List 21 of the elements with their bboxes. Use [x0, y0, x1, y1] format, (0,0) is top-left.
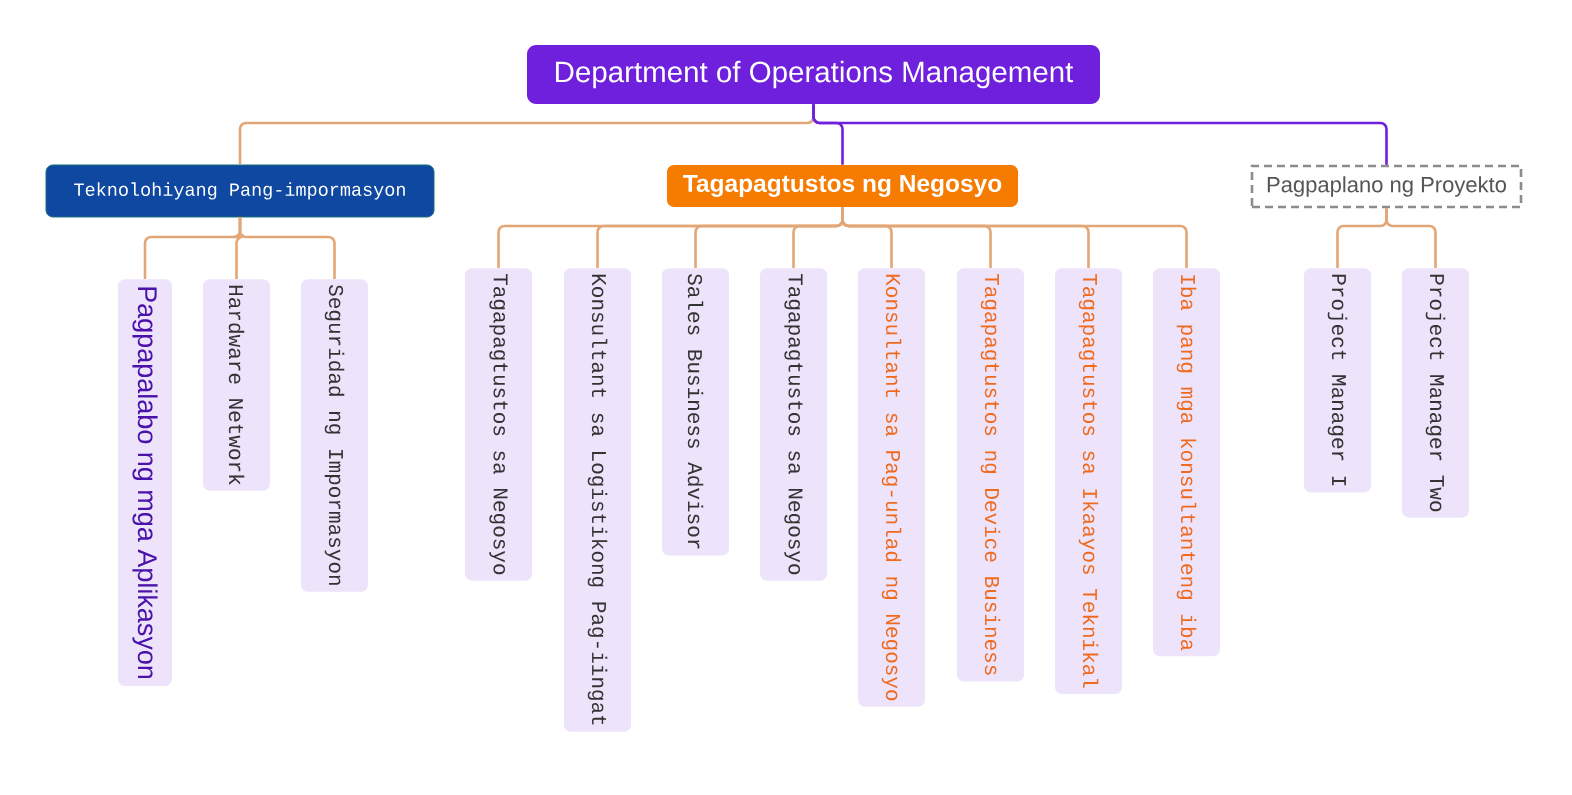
- topic-box: Pagpaplano ng Proyekto: [1250, 164, 1523, 209]
- connector-line: [1385, 208, 1437, 268]
- subtopic-box: Seguridad ng Impormasyon: [301, 279, 368, 592]
- subtopic-box: Tagapagtustos sa Ikaayos Teknikal: [1055, 268, 1122, 695]
- connector-line: [812, 104, 1388, 165]
- subtopic-box: Konsultant sa Logistikong Pag-iingat: [564, 268, 631, 732]
- subtopic-box: Iba pang mga konsultanteng iba: [1153, 268, 1220, 657]
- subtopic-box: Project Manager Two: [1402, 268, 1469, 518]
- connector-line: [841, 207, 1188, 268]
- subtopic-box: Sales Business Advisor: [662, 268, 729, 556]
- topic-box: Teknolohiyang Pang-impormasyon: [45, 164, 435, 218]
- subtopic-box: Pagpapalabo ng mga Aplikasyon: [118, 279, 172, 686]
- subtopic-box: Project Manager I: [1304, 268, 1371, 493]
- subtopic-box: Tagapagtustos sa Negosyo: [465, 268, 532, 581]
- subtopic-box: Hardware Network: [203, 279, 270, 491]
- connector-line: [238, 217, 336, 279]
- topic-box: Tagapagtustos ng Negosyo: [667, 165, 1018, 207]
- subtopic-box: Tagapagtustos sa Negosyo: [760, 268, 827, 581]
- subtopic-box: Konsultant sa Pag-unlad ng Negosyo: [858, 268, 925, 707]
- root-box: Department of Operations Management: [527, 45, 1100, 104]
- subtopic-box: Tagapagtustos ng Device Business: [957, 268, 1024, 682]
